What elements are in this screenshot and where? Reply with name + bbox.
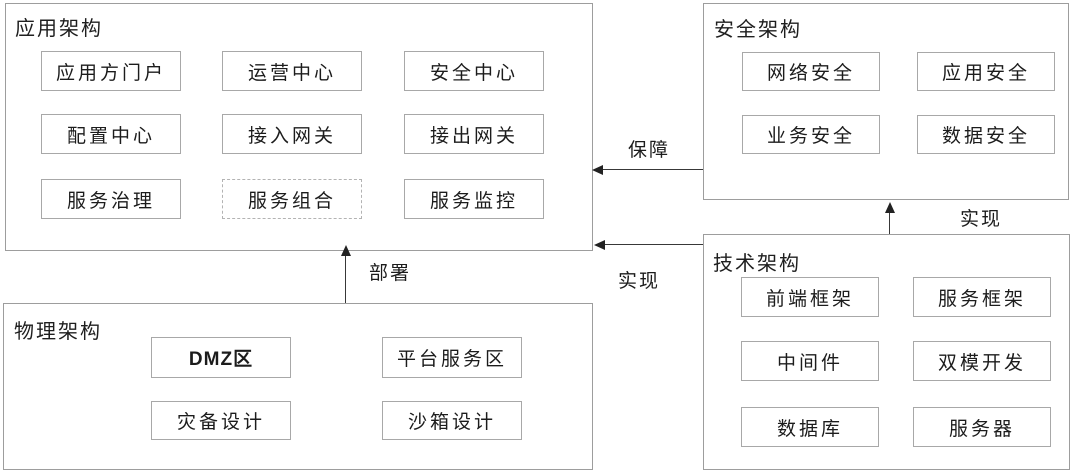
arrow-label-realize-left: 实现 bbox=[616, 266, 663, 293]
node-disaster-recovery-design: 灾备设计 bbox=[151, 401, 291, 440]
group-title-application-architecture: 应用架构 bbox=[15, 18, 103, 40]
node-outbound-gateway: 接出网关 bbox=[404, 114, 544, 154]
node-network-security: 网络安全 bbox=[742, 52, 880, 91]
node-service-monitoring: 服务监控 bbox=[404, 179, 544, 219]
node-service-composition: 服务组合 bbox=[222, 179, 362, 219]
node-frontend-framework: 前端框架 bbox=[741, 277, 879, 317]
connector-line bbox=[604, 244, 703, 245]
node-middleware: 中间件 bbox=[741, 341, 879, 381]
group-technology-architecture: 技术架构 前端框架 服务框架 中间件 双模开发 数据库 服务器 bbox=[703, 234, 1070, 470]
connector-line bbox=[889, 211, 890, 234]
node-server: 服务器 bbox=[913, 407, 1051, 447]
arrow-up-icon bbox=[341, 245, 351, 256]
node-application-security: 应用安全 bbox=[917, 52, 1055, 91]
group-title-physical-architecture: 物理架构 bbox=[14, 321, 102, 343]
arrow-up-icon bbox=[885, 202, 895, 213]
node-platform-service-zone: 平台服务区 bbox=[382, 337, 522, 378]
node-business-security: 业务安全 bbox=[742, 115, 880, 154]
group-physical-architecture: 物理架构 DMZ区 平台服务区 灾备设计 沙箱设计 bbox=[3, 303, 593, 470]
group-security-architecture: 安全架构 网络安全 应用安全 业务安全 数据安全 bbox=[703, 3, 1069, 200]
arrow-label-deploy: 部署 bbox=[367, 258, 414, 285]
arrow-left-icon bbox=[594, 240, 605, 250]
node-operation-center: 运营中心 bbox=[222, 51, 362, 91]
connector-line bbox=[602, 169, 703, 170]
node-sandbox-design: 沙箱设计 bbox=[382, 401, 522, 440]
node-app-portal: 应用方门户 bbox=[41, 51, 181, 91]
connector-line bbox=[345, 254, 346, 303]
node-dmz-zone: DMZ区 bbox=[151, 337, 291, 378]
arrow-left-icon bbox=[592, 165, 603, 175]
node-service-framework: 服务框架 bbox=[913, 277, 1051, 317]
node-security-center: 安全中心 bbox=[404, 51, 544, 91]
node-data-security: 数据安全 bbox=[917, 115, 1055, 154]
node-bimodal-development: 双模开发 bbox=[913, 341, 1051, 381]
node-config-center: 配置中心 bbox=[41, 114, 181, 154]
group-application-architecture: 应用架构 应用方门户 运营中心 安全中心 配置中心 接入网关 接出网关 服务治理… bbox=[5, 3, 593, 251]
arrow-label-guarantee: 保障 bbox=[626, 135, 673, 162]
node-service-governance: 服务治理 bbox=[41, 179, 181, 219]
node-inbound-gateway: 接入网关 bbox=[222, 114, 362, 154]
group-title-security-architecture: 安全架构 bbox=[714, 19, 802, 41]
arrow-label-realize-up: 实现 bbox=[958, 204, 1005, 231]
node-database: 数据库 bbox=[741, 407, 879, 447]
group-title-technology-architecture: 技术架构 bbox=[713, 253, 801, 275]
